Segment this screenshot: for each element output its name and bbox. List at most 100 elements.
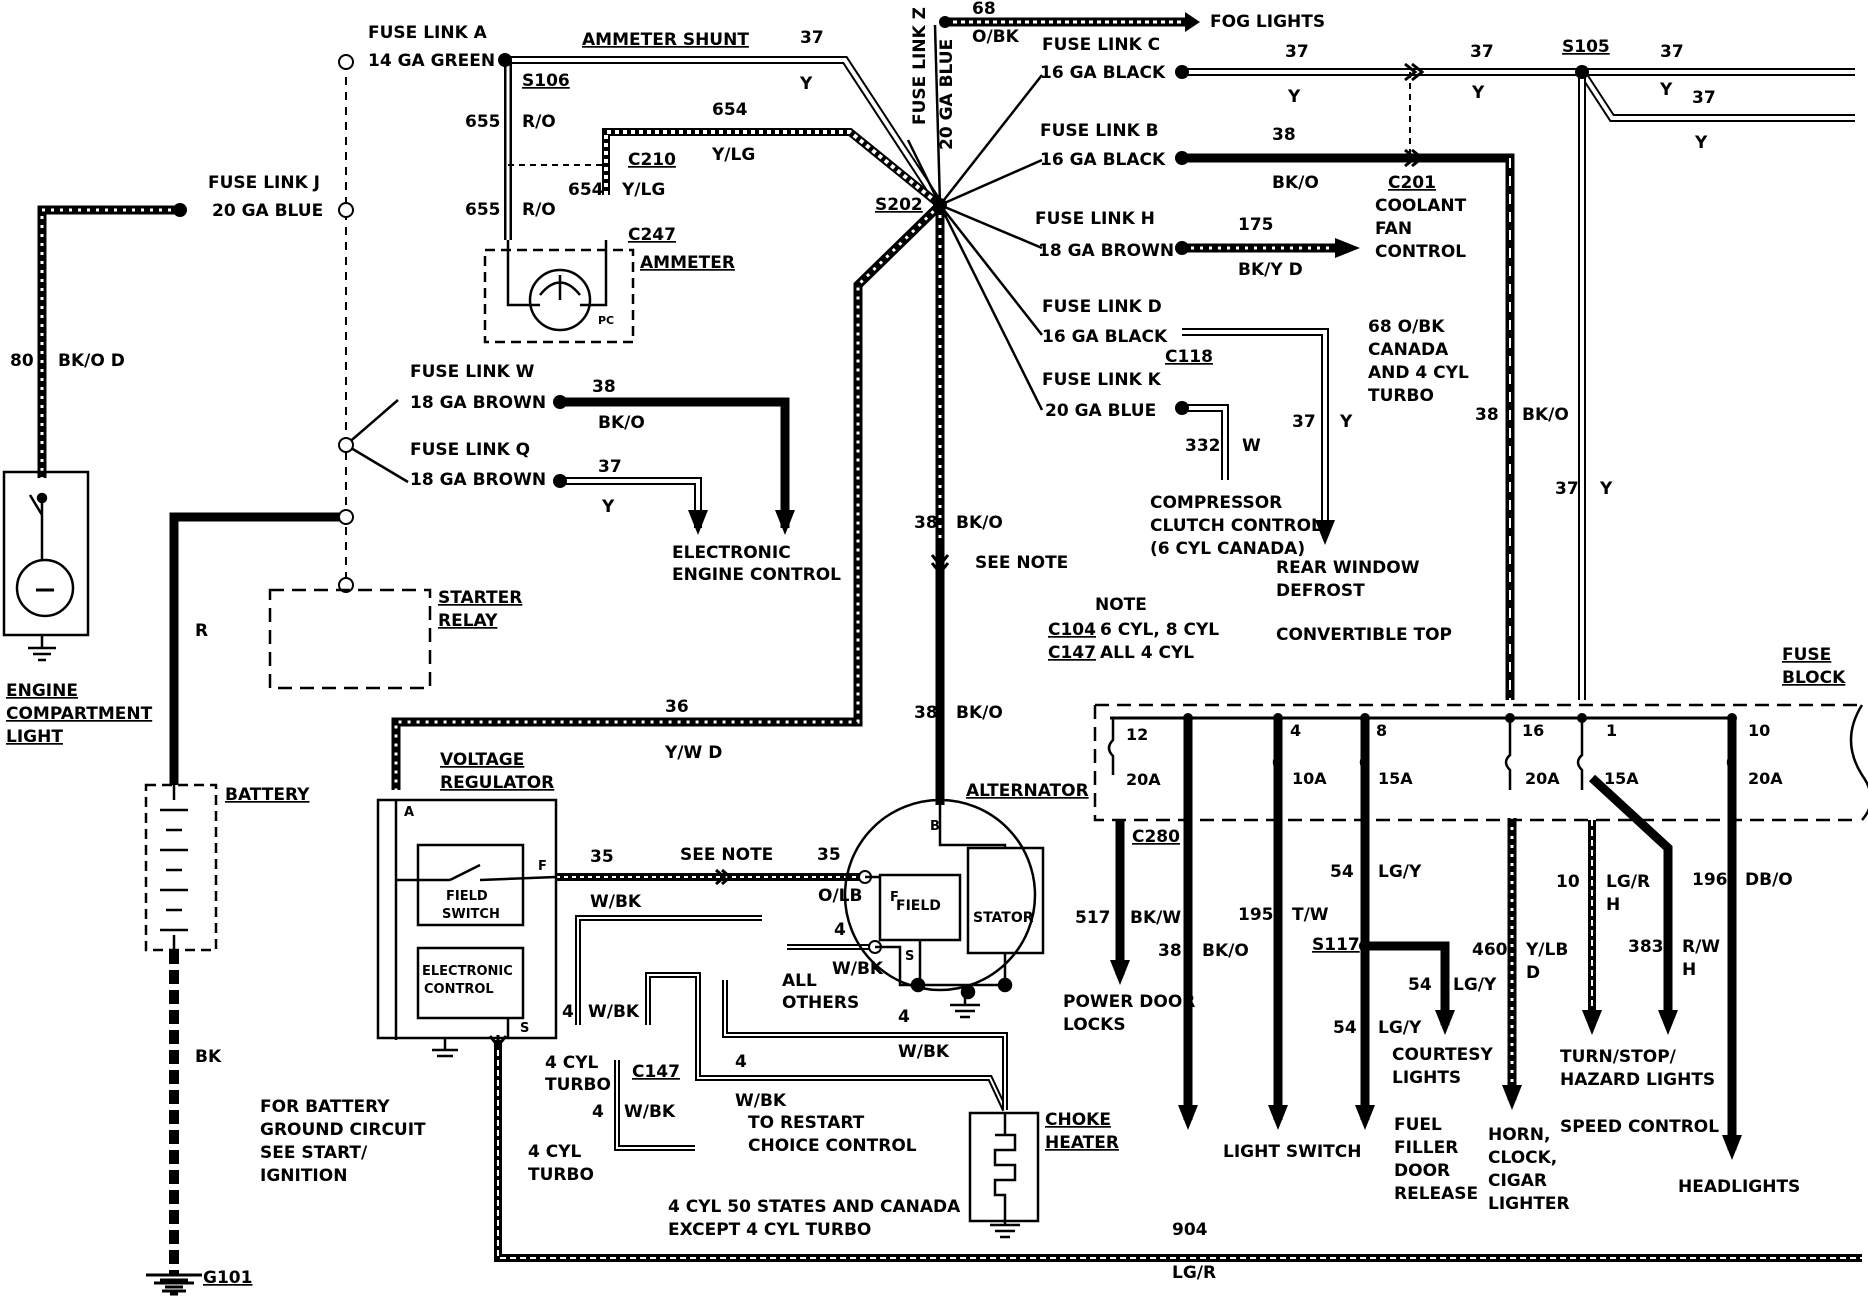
ground-g101-icon [160,1278,188,1296]
field-switch-label-1: FIELD [446,889,488,904]
connector-marks [488,62,1425,1049]
wire-label: H [1682,960,1696,980]
states-label-1: 4 CYL 50 STATES AND CANADA [668,1197,961,1217]
states-label-2: EXCEPT 4 CYL TURBO [668,1220,871,1240]
wire-label: O/BK [972,27,1020,47]
wire-38-eec [560,397,790,528]
fuse-block-label-1: FUSE [1782,645,1831,665]
wire-label: BK/O [1202,941,1249,961]
coolant-label-1: COOLANT [1375,196,1467,216]
wire-label: 36 [665,697,689,717]
fuse-link-c-gauge: 16 GA BLACK [1040,63,1166,83]
fuel-label-4: RELEASE [1394,1184,1478,1204]
wire-label: D [1526,963,1540,983]
wire-r [169,512,346,785]
wire-label: T/W [1292,905,1329,925]
wire-label: 54 [1408,975,1432,995]
canada-label-2: CANADA [1368,340,1449,360]
fuse-block-label-2: BLOCK [1782,668,1846,688]
wire-label: 10 [1556,872,1580,892]
wire-label: BK/Y D [1238,260,1303,280]
light-switch-label: LIGHT SWITCH [1223,1142,1361,1162]
wire-label: 54 [1330,862,1354,882]
wire-label: 38 [1475,405,1499,425]
wire-label: Y [1339,412,1353,432]
convertible-label: CONVERTIBLE TOP [1276,625,1452,645]
note-c147: C147 [1048,643,1096,663]
fuse-rating: 15A [1604,769,1639,788]
engine-light-label-3: LIGHT [6,727,63,747]
fuse-link-j-gauge: 20 GA BLUE [212,201,323,221]
note-c104-text: 6 CYL, 8 CYL [1100,620,1219,640]
canada-label-1: 68 O/BK [1368,317,1445,337]
pin-label: S [520,1021,529,1036]
fuel-label-3: DOOR [1394,1161,1450,1181]
fuse-number: 10 [1748,721,1770,740]
fuse-number: 4 [1290,721,1301,740]
canada-label-4: TURBO [1368,386,1434,406]
wire-label: 37 [1285,42,1309,62]
horn-label-4: LIGHTER [1488,1194,1570,1214]
wire-label: W/BK [832,959,884,979]
wire-label: W/BK [590,892,642,912]
wire-label: 80 [10,351,34,371]
wire-label: Y/W D [664,743,722,763]
fog-lights-label: FOG LIGHTS [1210,12,1325,32]
c147-label: C147 [632,1062,680,1082]
fuse-link-d-label: FUSE LINK D [1042,297,1162,317]
fuse-rating: 20A [1126,770,1161,789]
wire-label: W/BK [735,1091,787,1111]
battery-label: BATTERY [225,785,310,805]
fuse-link-c-label: FUSE LINK C [1042,35,1160,55]
restart-label-1: TO RESTART [748,1113,865,1133]
wire-label: 38 [1158,941,1182,961]
c118-label: C118 [1165,347,1213,367]
horn-label-3: CIGAR [1488,1171,1547,1191]
wire-80 [37,205,180,478]
fuse-link-w-gauge: 18 GA BROWN [410,393,546,413]
rear-window-label-1: REAR WINDOW [1276,558,1420,578]
note-c104: C104 [1048,620,1096,640]
fuse-link-a-gauge: 14 GA GREEN [368,51,495,71]
fuse-link-h-label: FUSE LINK H [1035,209,1155,229]
engine-light-label-2: COMPARTMENT [6,704,153,724]
fuse-link-k-gauge: 20 GA BLUE [1045,401,1156,421]
wire-label: 37 [598,457,622,477]
fuel-label-2: FILLER [1394,1138,1458,1158]
wire-label: H [1606,895,1620,915]
compressor-label-1: COMPRESSOR [1150,493,1282,513]
wire-label: 37 [800,28,824,48]
starter-relay-label-2: RELAY [438,611,498,631]
note-title: NOTE [1095,595,1147,615]
ammeter-shunt-label: AMMETER SHUNT [582,30,749,50]
g101-label: G101 [203,1268,252,1288]
starter-relay-label-1: STARTER [438,588,522,608]
wire-label: 654 [712,100,748,120]
fuel-label-1: FUEL [1394,1115,1442,1135]
field-label: FIELD [896,898,941,914]
wire-label: LG/Y [1378,1018,1422,1038]
coolant-label-3: CONTROL [1375,242,1466,262]
pin-label: F [538,859,547,874]
fuse-link-k-label: FUSE LINK K [1042,370,1162,390]
c247-label: C247 [628,225,676,245]
wire-label: 655 [465,200,501,220]
wire-label: 68 [972,0,996,19]
labels: FUSE LINK A 14 GA GREEN FUSE LINK J 20 G… [6,0,1846,1288]
courtesy-label-1: COURTESY [1392,1045,1494,1065]
wire-label: Y [1287,87,1301,107]
ground-note-2: GROUND CIRCUIT [260,1120,426,1140]
restart-label-2: CHOICE CONTROL [748,1136,917,1156]
wire-label: 196 [1692,870,1728,890]
wire-label: LG/Y [1453,975,1497,995]
wire-label: Y [1599,479,1613,499]
see-note-label-1: SEE NOTE [975,553,1068,573]
wire-label: W/BK [588,1002,640,1022]
wire-label: 54 [1333,1018,1357,1038]
wire-label: O/LB [818,886,862,906]
wire-label: Y [1659,80,1673,100]
ammeter-label: AMMETER [640,253,735,273]
wire-label: R/O [522,200,556,220]
engine-light-label-1: ENGINE [6,681,78,701]
